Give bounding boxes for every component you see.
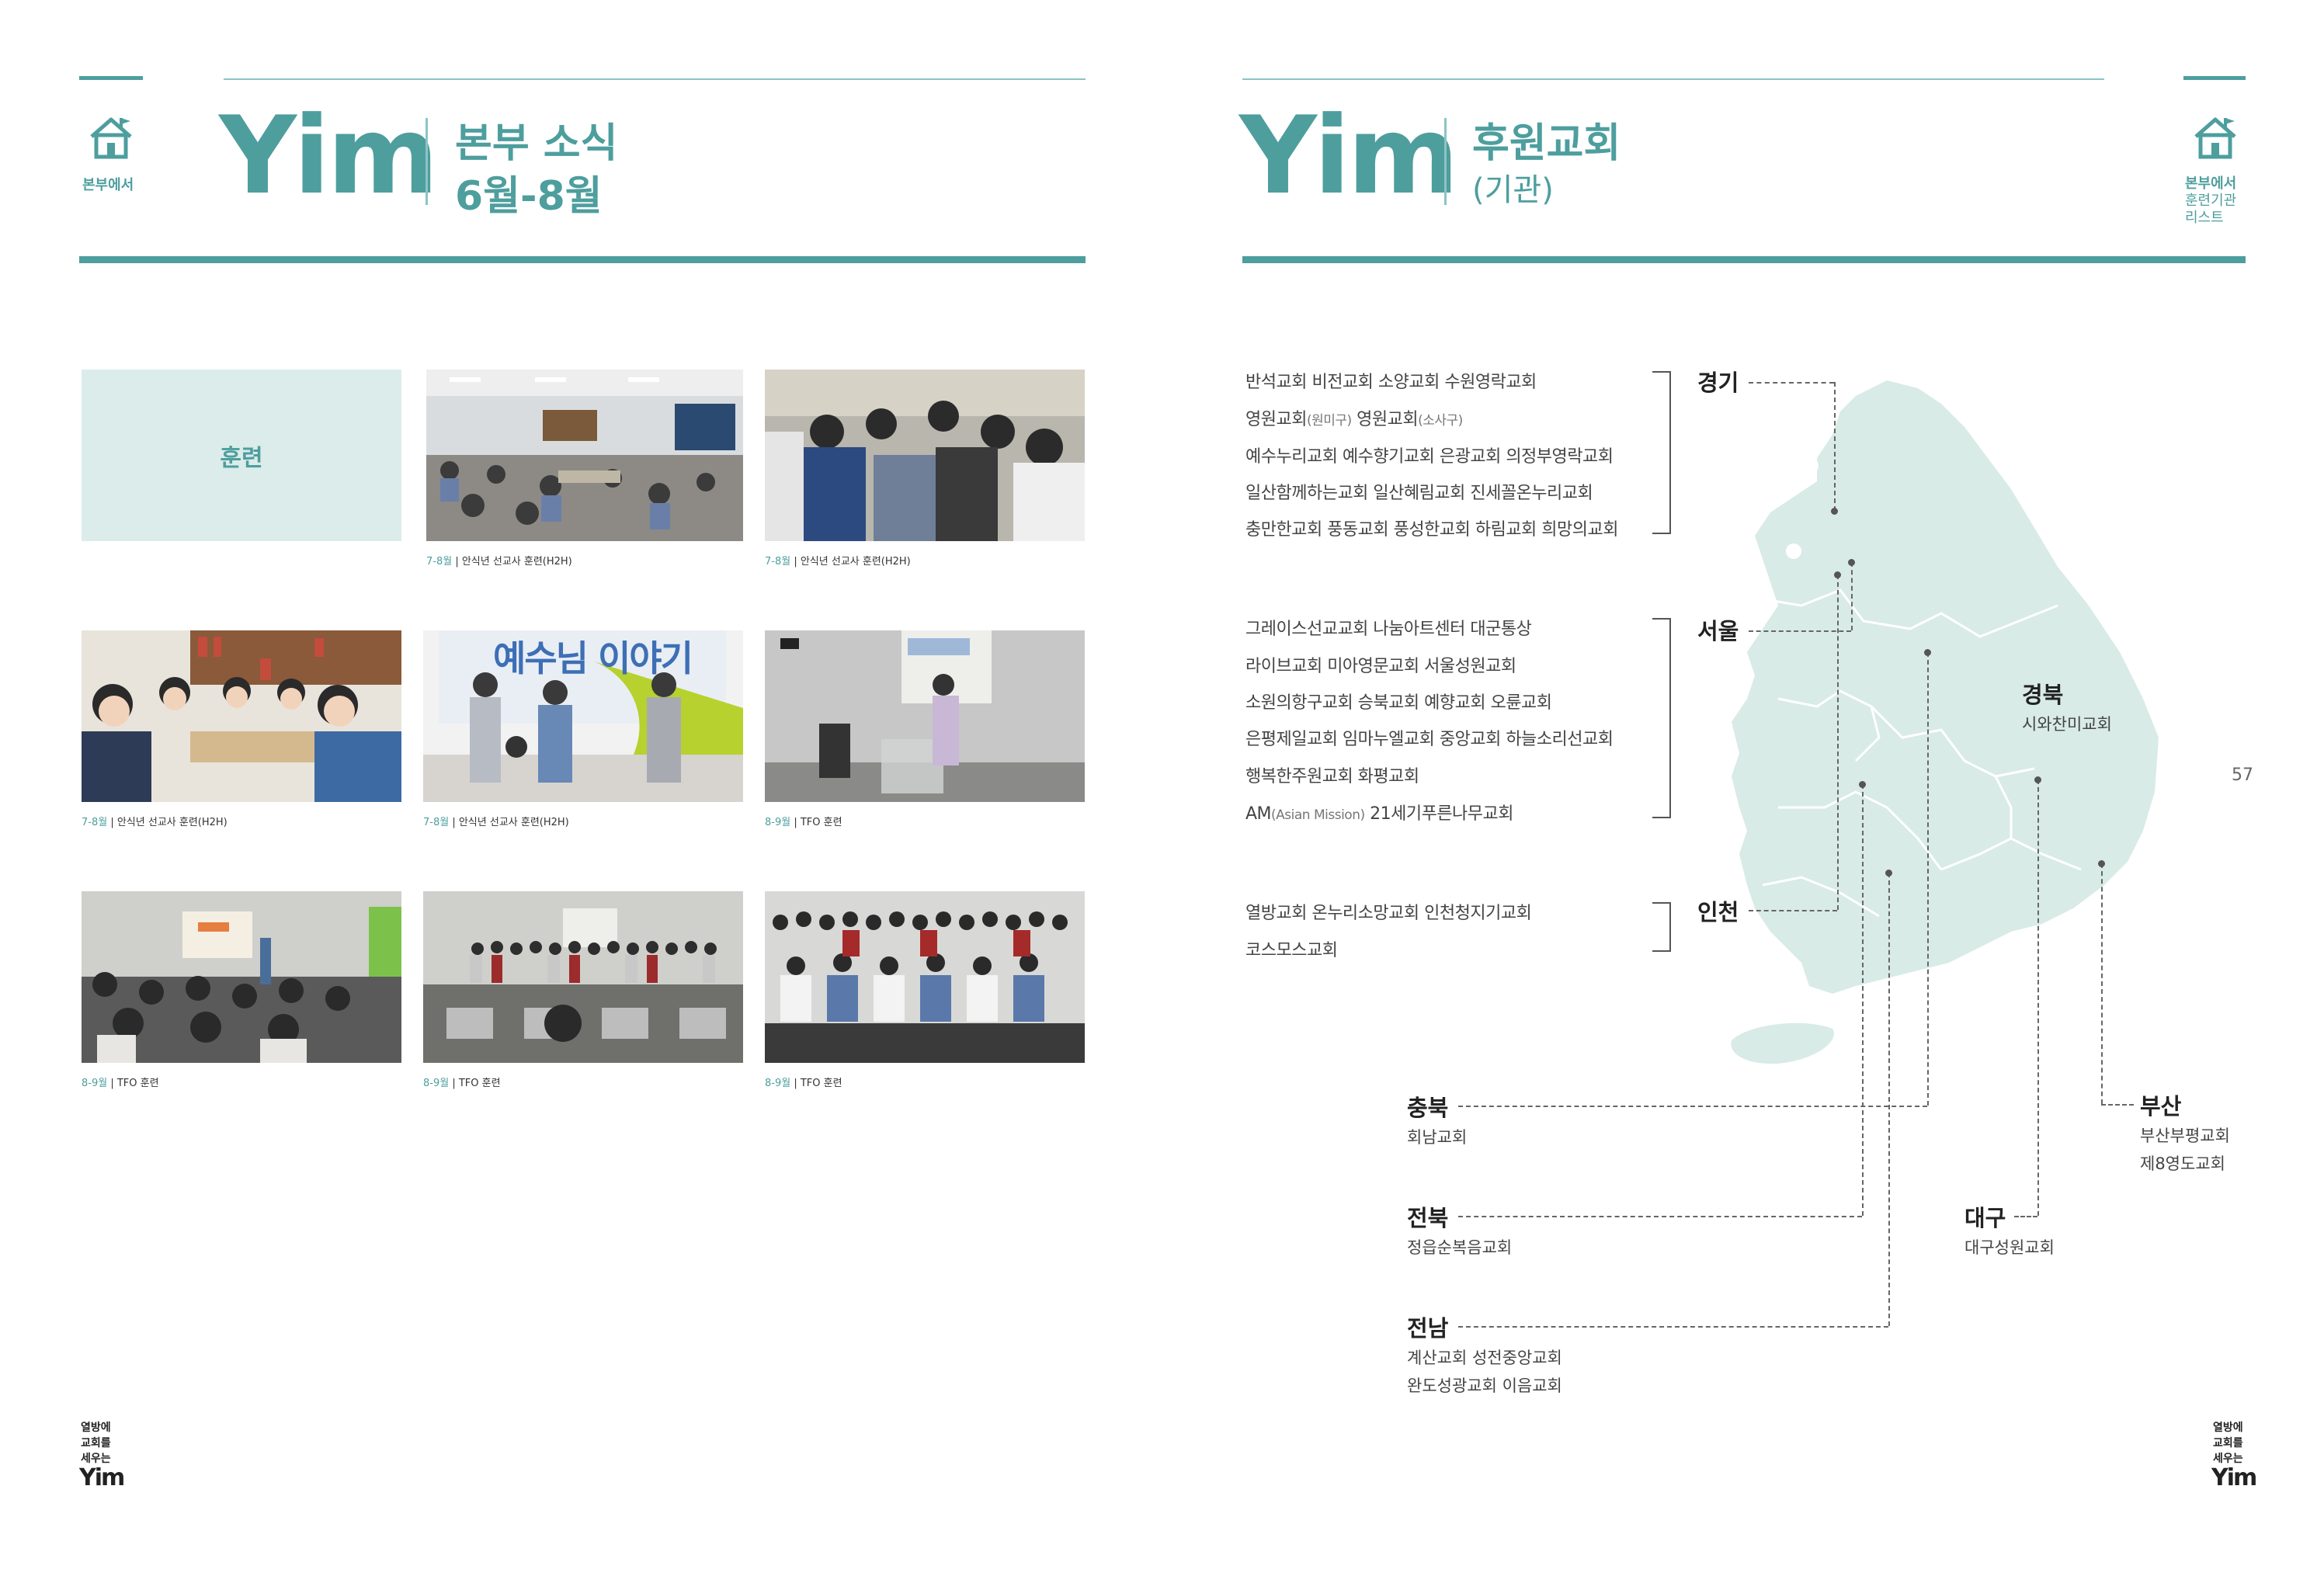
photo-group-portrait	[765, 891, 1085, 1063]
left-yim-logo: Yim	[219, 93, 439, 218]
right-header-rule	[1242, 256, 2246, 263]
right-yim-logo: Yim	[1239, 93, 1459, 218]
left-top-accent	[79, 76, 143, 80]
daegu-church-1: 대구성원교회	[1964, 1238, 2055, 1257]
region-seoul: 서울	[1697, 618, 1739, 644]
home-flag-icon	[2191, 115, 2239, 160]
left-title-line2: 6월-8월	[455, 173, 603, 220]
left-title-divider	[426, 118, 428, 205]
seoul-line-6: AM(Asian Mission) 21세기푸른나무교회	[1245, 804, 1514, 824]
photo-prayer	[765, 370, 1085, 541]
section-label: 훈련	[220, 444, 263, 472]
caption-4: 7-8월 | 안식년 선교사 훈련(H2H)	[423, 817, 569, 828]
right-subtitle: (기관)	[1472, 172, 1554, 208]
right-footer-line-1: 열방에	[2213, 1422, 2243, 1434]
incheon-bracket	[1652, 902, 1671, 952]
caption-7: 8-9월 | TFO 훈련	[423, 1078, 501, 1089]
busan-church-1: 부산부평교회	[2140, 1127, 2230, 1145]
page-number: 57	[2232, 765, 2253, 785]
seoul-line-2: 라이브교회 미아영문교회 서울성원교회	[1245, 657, 1516, 676]
chungbuk-church-1: 회남교회	[1407, 1128, 1468, 1147]
jeonbuk-church-1: 정읍순복음교회	[1407, 1238, 1513, 1257]
section-label-box: 훈련	[82, 370, 401, 541]
gyeonggi-line-1: 반석교회 비전교회 소양교회 수원영락교회	[1245, 373, 1537, 392]
seoul-bracket	[1652, 618, 1671, 818]
right-footer-line-2: 교회를	[2213, 1437, 2243, 1449]
left-footer-line-3: 세우는	[81, 1453, 111, 1465]
seoul-line-1: 그레이스선교교회 나눔아트센터 대군통상	[1245, 620, 1532, 639]
caption-2: 7-8월 | 안식년 선교사 훈련(H2H)	[765, 556, 911, 568]
photo-group-table	[82, 630, 401, 802]
photo-standing-line	[423, 891, 743, 1063]
gyeonggi-line-4: 일산함께하는교회 일산혜림교회 진세꼴온누리교회	[1245, 484, 1593, 503]
seoul-line-3: 소원의항구교회 승북교회 예향교회 오륜교회	[1245, 693, 1552, 713]
jeonnam-church-2: 완도성광교회 이음교회	[1407, 1376, 1562, 1395]
right-title: 후원교회	[1472, 120, 1621, 167]
right-top-accent	[2183, 76, 2246, 80]
left-footer-line-1: 열방에	[81, 1422, 111, 1434]
left-title-line1: 본부 소식	[455, 120, 618, 167]
region-busan: 부산	[2140, 1093, 2182, 1120]
right-title-divider	[1444, 118, 1447, 205]
gyeongbuk-church-1: 시와찬미교회	[2022, 715, 2112, 734]
photo-classroom	[426, 370, 743, 541]
gyeonggi-bracket	[1652, 371, 1671, 534]
home-flag-icon	[87, 115, 135, 160]
busan-church-2: 제8영도교회	[2140, 1154, 2225, 1173]
region-daegu: 대구	[1964, 1205, 2006, 1231]
caption-6: 8-9월 | TFO 훈련	[82, 1078, 159, 1089]
right-side-label-2: 훈련기관	[2185, 193, 2237, 209]
incheon-line-2: 코스모스교회	[1245, 941, 1338, 960]
right-footer-logo: Yim	[2211, 1464, 2257, 1491]
left-top-rule	[224, 78, 1086, 80]
region-jeonbuk: 전북	[1407, 1205, 1449, 1231]
region-incheon: 인천	[1697, 899, 1739, 925]
left-footer-line-2: 교회를	[81, 1437, 111, 1449]
gyeonggi-line-5: 충만한교회 풍동교회 풍성한교회 하림교회 희망의교회	[1245, 520, 1619, 540]
caption-1: 7-8월 | 안식년 선교사 훈련(H2H)	[426, 556, 572, 568]
photo-skit: 예수님 이야기	[423, 630, 743, 802]
caption-8: 8-9월 | TFO 훈련	[765, 1078, 842, 1089]
left-header-rule	[79, 256, 1086, 263]
region-jeonnam: 전남	[1407, 1315, 1449, 1342]
seoul-line-5: 행복한주원교회 화평교회	[1245, 767, 1419, 786]
photo-podium	[765, 630, 1085, 802]
right-footer-line-3: 세우는	[2213, 1453, 2243, 1465]
right-top-rule	[1242, 78, 2104, 80]
photo-audience	[82, 891, 401, 1063]
left-footer-logo: Yim	[79, 1464, 125, 1491]
region-chungbuk: 충북	[1407, 1095, 1449, 1121]
incheon-line-1: 열방교회 온누리소망교회 인천청지기교회	[1245, 904, 1532, 923]
jeonnam-church-1: 계산교회 성전중앙교회	[1407, 1349, 1562, 1367]
left-side-label: 본부에서	[82, 177, 134, 193]
gyeonggi-line-2: 영원교회(원미구) 영원교회(소사구)	[1245, 410, 1463, 429]
right-side-label-1: 본부에서	[2185, 175, 2237, 192]
right-side-label-3: 리스트	[2185, 210, 2224, 226]
region-gyeongbuk: 경북	[2022, 682, 2064, 708]
region-gyeonggi: 경기	[1697, 370, 1739, 396]
seoul-line-4: 은평제일교회 임마누엘교회 중앙교회 하늘소리선교회	[1245, 730, 1614, 749]
caption-3: 7-8월 | 안식년 선교사 훈련(H2H)	[82, 817, 228, 828]
gyeonggi-line-3: 예수누리교회 예수향기교회 은광교회 의정부영락교회	[1245, 447, 1614, 467]
skit-banner-text: 예수님 이야기	[493, 637, 693, 679]
caption-5: 8-9월 | TFO 훈련	[765, 817, 842, 828]
